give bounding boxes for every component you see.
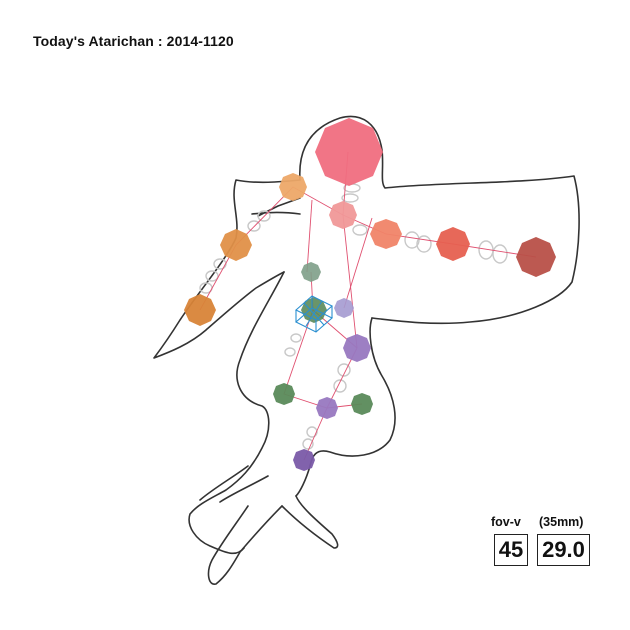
fov-value-box[interactable]: 45 (494, 534, 528, 566)
body-outline (153, 115, 580, 585)
skeleton-bones (199, 151, 537, 461)
joint-hand-right[interactable] (516, 237, 556, 277)
joint-hand-left[interactable] (184, 294, 216, 326)
page-title: Today's Atarichan : 2014-1120 (33, 33, 234, 49)
joint-pelvis[interactable] (316, 397, 338, 419)
joint-shoulder-right[interactable] (370, 219, 402, 249)
joint-spine[interactable] (334, 298, 354, 318)
joint-foot[interactable] (293, 449, 315, 471)
joint-hip[interactable] (343, 334, 371, 362)
lens-value-box[interactable]: 29.0 (537, 534, 590, 566)
joint-knee-right[interactable] (351, 393, 373, 415)
lens-label: (35mm) (539, 515, 584, 529)
joint-head[interactable] (315, 118, 383, 186)
joint-neck[interactable] (329, 201, 357, 229)
joint-elbow-left[interactable] (220, 229, 252, 261)
transform-gizmo-icon[interactable] (295, 295, 333, 333)
joint-elbow-right[interactable] (436, 227, 470, 261)
joint-shoulder-left[interactable] (279, 173, 307, 201)
fov-label: fov-v (491, 515, 521, 529)
joints[interactable] (184, 118, 556, 471)
joint-knee-left[interactable] (273, 383, 295, 405)
joint-chest[interactable] (301, 262, 321, 282)
